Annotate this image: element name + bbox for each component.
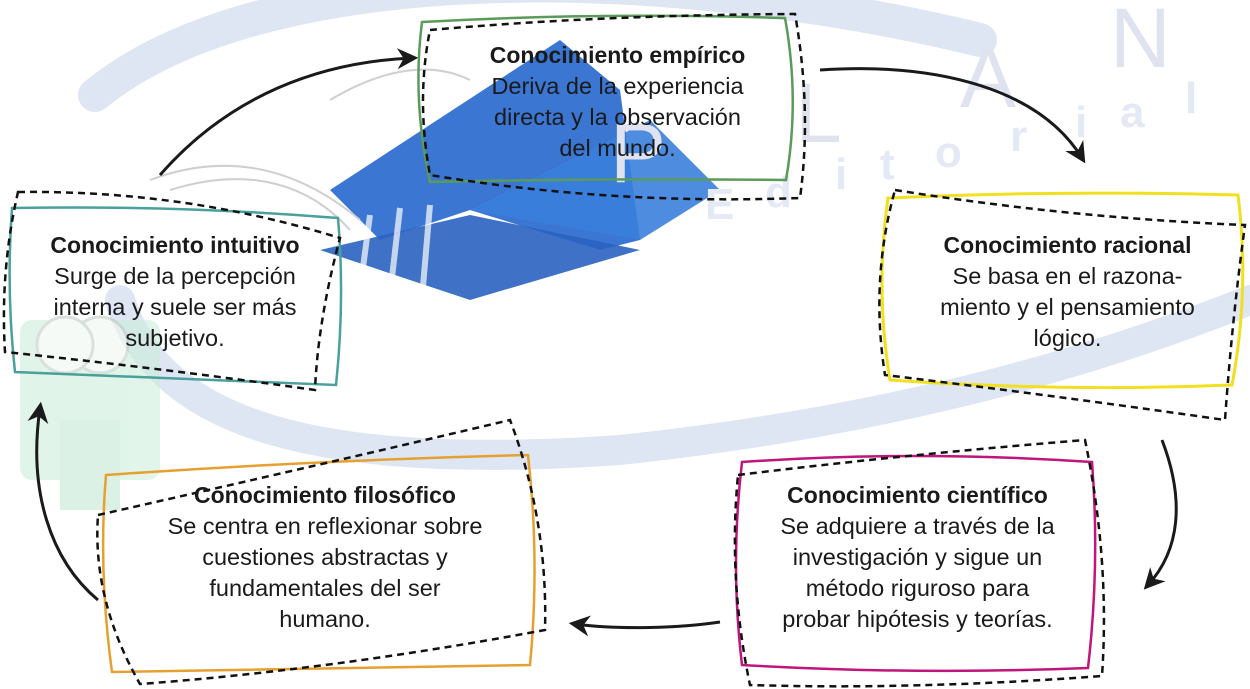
box-title: Conocimiento empírico — [489, 42, 746, 68]
box-description-line: Se centra en reflexionar sobre — [167, 513, 483, 539]
box-racional: Conocimiento racional Se basa en el razo… — [890, 230, 1245, 354]
arrow-filosofico-to-intuitivo — [27, 401, 99, 602]
box-title: Conocimiento científico — [787, 482, 1048, 508]
watermark-letter: N — [1110, 0, 1177, 85]
box-description-line: investigación y sigue un — [792, 544, 1043, 570]
box-empirico: Conocimiento empírico Deriva de la exper… — [440, 40, 795, 164]
box-description-line: Deriva de la experiencia — [491, 73, 744, 99]
watermark-letter: l — [1185, 74, 1204, 123]
watermark-letter: t — [880, 140, 901, 189]
box-description-line: probar hipótesis y teorías. — [782, 606, 1053, 632]
box-description-line: Se basa en el razona- — [952, 263, 1183, 289]
box-description-line: método riguroso para — [805, 575, 1030, 601]
watermark-letter: o — [935, 128, 968, 177]
box-description-line: Se adquiere a través de la — [780, 513, 1055, 539]
box-description-line: miento y el pensamiento — [940, 294, 1195, 320]
book-stripes — [357, 204, 433, 299]
arrow-empirico-to-racional — [819, 67, 1086, 164]
box-title: Conocimiento intuitivo — [50, 232, 300, 258]
box-title: Conocimiento racional — [943, 232, 1192, 258]
watermark-letter: a — [1120, 88, 1151, 137]
arrow-racional-to-cientifico — [1143, 439, 1178, 590]
box-description-line: subjetivo. — [125, 325, 225, 351]
box-description-line: fundamentales del ser — [209, 575, 441, 601]
watermark-letter: i — [835, 150, 854, 199]
book-base — [320, 215, 640, 300]
watermark-circle — [78, 0, 997, 112]
box-description-line: lógico. — [1033, 325, 1102, 351]
watermark-letter: r — [1010, 112, 1034, 161]
box-title: Conocimiento filosófico — [194, 482, 456, 508]
box-filosofico: Conocimiento filosófico Se centra en ref… — [115, 480, 535, 635]
box-intuitivo: Conocimiento intuitivo Surge de la perce… — [10, 230, 340, 354]
box-description-line: cuestiones abstractas y — [202, 544, 448, 570]
watermark-letter: A — [960, 31, 1023, 125]
arrow-intuitivo-to-empirico — [158, 48, 419, 176]
box-cientifico: Conocimiento científico Se adquiere a tr… — [745, 480, 1090, 635]
box-description-line: humano. — [279, 606, 371, 632]
watermark-letter: i — [1075, 98, 1094, 147]
box-description-line: del mundo. — [559, 135, 676, 161]
box-description-line: Surge de la percepción — [54, 263, 296, 289]
box-description-line: directa y la observación — [494, 104, 741, 130]
box-description-line: interna y suele ser más — [53, 294, 297, 320]
arrow-cientifico-to-filosofico — [568, 615, 721, 637]
